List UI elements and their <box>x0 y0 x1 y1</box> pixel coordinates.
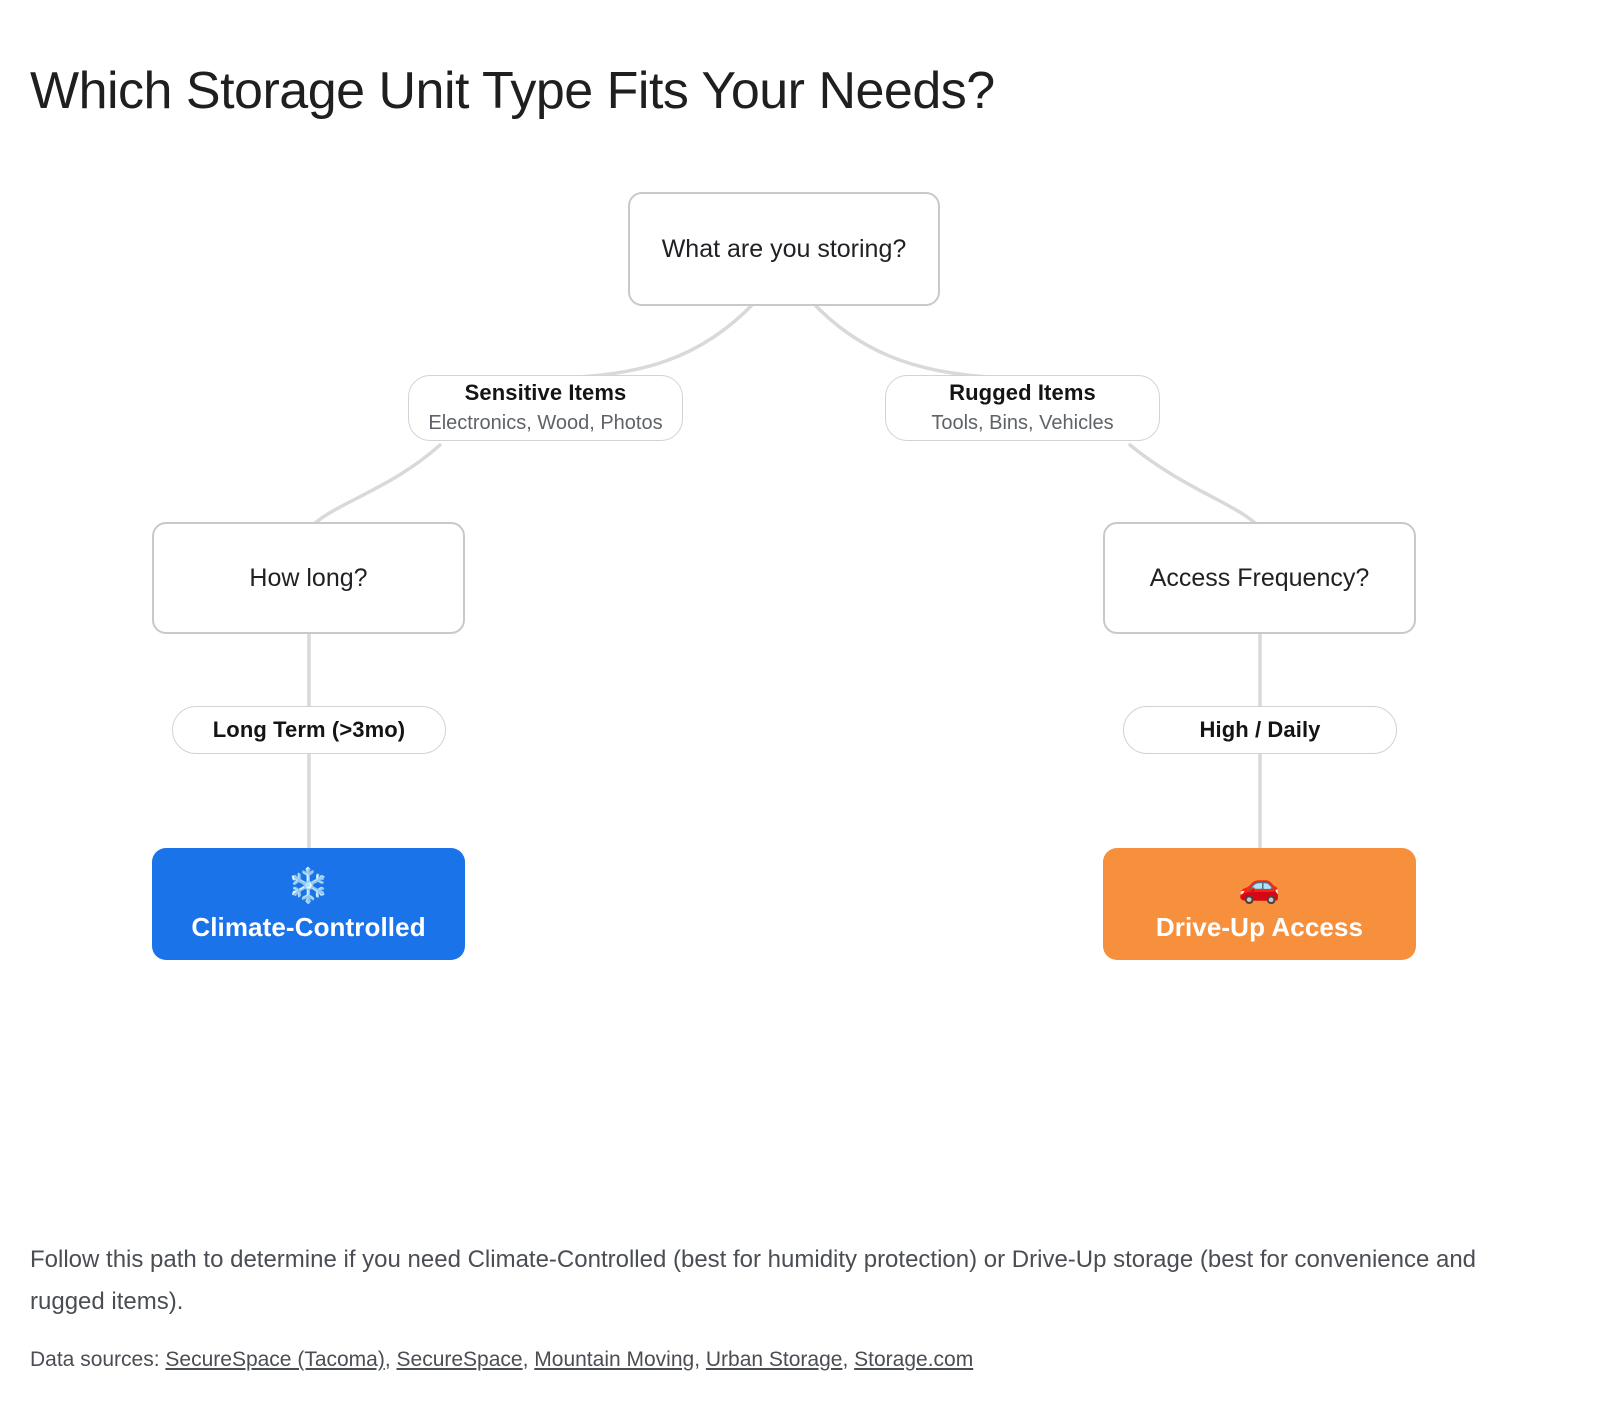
node-question-access-frequency[interactable]: Access Frequency? <box>1103 522 1416 634</box>
branch-title: Rugged Items <box>949 380 1096 406</box>
sources-sep: , <box>522 1348 535 1371</box>
branch-subtitle: Tools, Bins, Vehicles <box>931 412 1114 435</box>
page-title: Which Storage Unit Type Fits Your Needs? <box>30 61 995 120</box>
result-label: Climate-Controlled <box>191 912 426 943</box>
edge-label-long-term[interactable]: Long Term (>3mo) <box>172 706 446 754</box>
edge-connectors <box>307 300 1262 852</box>
branch-title: Sensitive Items <box>464 380 627 406</box>
node-question-how-long[interactable]: How long? <box>152 522 465 634</box>
car-icon: 🚗 <box>1238 867 1281 906</box>
source-link-securespace-tacoma[interactable]: SecureSpace (Tacoma) <box>165 1348 385 1371</box>
node-root-label: What are you storing? <box>661 235 907 263</box>
node-question-label: Access Frequency? <box>1149 564 1370 592</box>
edge-rugged-to-access <box>1128 443 1262 530</box>
node-question-label: How long? <box>249 564 368 592</box>
source-link-urban-storage[interactable]: Urban Storage <box>705 1348 843 1371</box>
edge-root-to-rugged <box>810 300 1010 380</box>
source-link-mountain-moving[interactable]: Mountain Moving <box>534 1348 695 1371</box>
sources-sep: , <box>694 1348 706 1371</box>
data-sources-prefix: Data sources: <box>30 1348 166 1371</box>
sources-sep: , <box>384 1348 397 1371</box>
diagram-caption: Follow this path to determine if you nee… <box>30 1246 1477 1315</box>
branch-subtitle: Electronics, Wood, Photos <box>428 412 663 435</box>
node-branch-sensitive-items[interactable]: Sensitive Items Electronics, Wood, Photo… <box>408 375 683 441</box>
node-result-climate-controlled[interactable]: ❄️ Climate-Controlled <box>152 848 465 960</box>
data-sources: Data sources: SecureSpace (Tacoma), Secu… <box>30 1343 973 1377</box>
result-label: Drive-Up Access <box>1155 912 1364 943</box>
node-root-question[interactable]: What are you storing? <box>628 192 940 306</box>
node-branch-rugged-items[interactable]: Rugged Items Tools, Bins, Vehicles <box>885 375 1160 441</box>
node-result-drive-up-access[interactable]: 🚗 Drive-Up Access <box>1103 848 1416 960</box>
edge-label-text: High / Daily <box>1199 717 1321 742</box>
source-link-storage-com[interactable]: Storage.com <box>854 1348 974 1371</box>
edge-label-high-daily[interactable]: High / Daily <box>1123 706 1397 754</box>
sources-sep: , <box>842 1348 855 1371</box>
edge-label-text: Long Term (>3mo) <box>212 717 406 742</box>
edge-root-to-sensitive <box>558 300 757 380</box>
source-link-securespace[interactable]: SecureSpace <box>396 1348 523 1371</box>
edge-sensitive-to-howlong <box>308 443 442 530</box>
snowflake-icon: ❄️ <box>287 867 330 906</box>
decision-tree-diagram: What are you storing? Sensitive Items El… <box>0 150 1600 1190</box>
